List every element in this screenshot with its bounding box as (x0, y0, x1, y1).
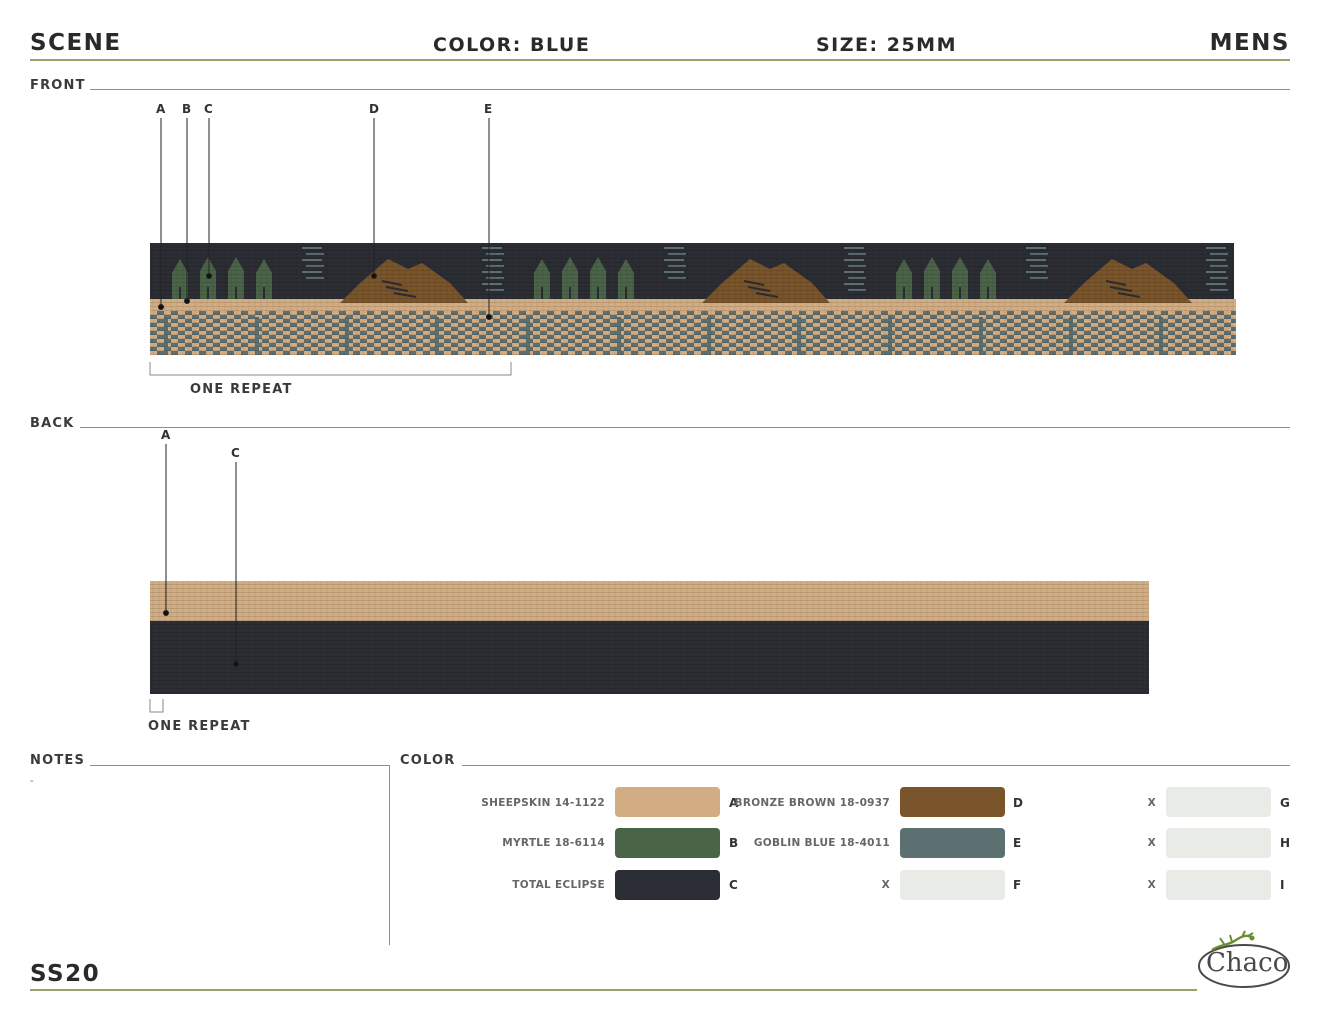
swatch-c (615, 870, 720, 900)
swatch-letter-c: C (729, 878, 738, 892)
front-callout-lines (149, 118, 512, 376)
back-section-title: BACK (30, 416, 75, 431)
swatch-letter-h: H (1280, 836, 1291, 850)
front-callout-d: D (369, 102, 380, 116)
swatch-g (1166, 787, 1271, 817)
swatch-e (900, 828, 1005, 858)
swatch-name-i: X (1147, 879, 1156, 891)
gender-title: MENS (1209, 30, 1290, 56)
header-rule (30, 59, 1290, 61)
swatch-letter-d: D (1013, 796, 1023, 810)
size-title: SIZE: 25MM (816, 34, 957, 56)
swatch-letter-i: I (1280, 878, 1285, 892)
notes-divider (389, 765, 390, 945)
front-section-title: FRONT (30, 78, 86, 93)
footer-rule (30, 989, 1197, 991)
back-callout-c: C (231, 446, 241, 460)
notes-title: NOTES (30, 753, 86, 768)
front-rule (90, 89, 1290, 90)
front-repeat-label: ONE REPEAT (190, 382, 293, 397)
swatch-name-e: GOBLIN BLUE 18-4011 (753, 837, 890, 849)
swatch-letter-b: B (729, 836, 739, 850)
chaco-logo-text: Chaco (1206, 948, 1289, 978)
front-callout-a: A (156, 102, 166, 116)
swatch-name-b: MYRTLE 18-6114 (502, 837, 605, 849)
back-strap-pattern (150, 581, 1149, 694)
swatch-name-h: X (1147, 837, 1156, 849)
swatch-letter-g: G (1280, 796, 1290, 810)
season-label: SS20 (30, 961, 101, 987)
swatch-letter-e: E (1013, 836, 1022, 850)
back-repeat-label: ONE REPEAT (148, 719, 251, 734)
swatch-f (900, 870, 1005, 900)
swatch-name-a: SHEEPSKIN 14-1122 (481, 797, 605, 809)
color-title: COLOR: BLUE (433, 34, 591, 56)
swatch-letter-f: F (1013, 878, 1022, 892)
swatch-name-g: X (1147, 797, 1156, 809)
swatch-name-d: BRONZE BROWN 18-0937 (734, 797, 890, 809)
notes-text: - (30, 776, 34, 787)
front-strap-pattern (150, 243, 1237, 356)
swatch-letter-a: A (729, 796, 739, 810)
swatch-d (900, 787, 1005, 817)
color-rule (462, 765, 1290, 766)
front-callout-c: C (204, 102, 214, 116)
scene-title: SCENE (30, 30, 122, 56)
notes-rule (90, 765, 390, 766)
back-rule (80, 427, 1290, 428)
swatch-name-c: TOTAL ECLIPSE (512, 879, 605, 891)
swatch-i (1166, 870, 1271, 900)
color-section-title: COLOR (400, 753, 456, 768)
back-callout-lines (149, 444, 239, 713)
swatch-a (615, 787, 720, 817)
swatch-h (1166, 828, 1271, 858)
back-callout-a: A (161, 428, 171, 442)
swatch-b (615, 828, 720, 858)
front-callout-b: B (182, 102, 192, 116)
swatch-name-f: X (881, 879, 890, 891)
chaco-logo (1198, 930, 1290, 988)
front-callout-e: E (484, 102, 493, 116)
